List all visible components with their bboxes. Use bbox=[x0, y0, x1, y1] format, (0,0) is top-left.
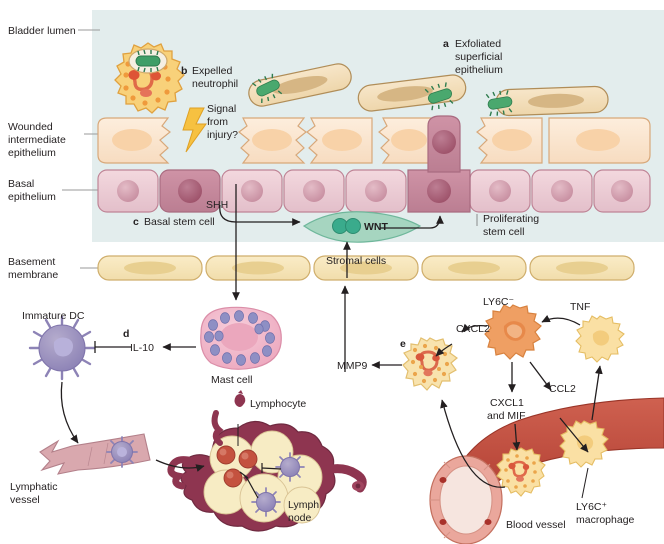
label-c: Basal stem cell bbox=[144, 216, 215, 228]
label-wounded-line3: epithelium bbox=[8, 147, 56, 159]
label-signal-line3: injury? bbox=[207, 129, 238, 141]
leader-lines bbox=[62, 29, 100, 269]
wnt-label: WNT bbox=[364, 221, 388, 233]
label-b-line1: Expelled bbox=[192, 65, 232, 77]
pale-macrophage-body bbox=[575, 315, 625, 363]
label-bladder-lumen: Bladder lumen bbox=[8, 25, 76, 37]
neutrophil-in-vessel bbox=[496, 447, 546, 497]
label-wounded-line2: intermediate bbox=[8, 134, 66, 146]
label-immature-dc: Immature DC bbox=[22, 310, 85, 322]
ly6c-negative-macrophage-body bbox=[484, 304, 542, 360]
label-mif: and MIF bbox=[487, 410, 526, 422]
label-tnf: TNF bbox=[570, 301, 590, 313]
label-ly6c-negative: LY6C⁻ bbox=[483, 296, 514, 308]
vessel-cross-section bbox=[429, 455, 503, 544]
immature-dc-body bbox=[28, 315, 96, 381]
label-basal-line1: Basal bbox=[8, 178, 34, 190]
lymph-node-body bbox=[167, 410, 367, 532]
marker-b: b bbox=[181, 65, 187, 77]
expelled-neutrophil bbox=[114, 42, 185, 114]
label-wounded-line1: Wounded bbox=[8, 121, 53, 133]
lymphatic-vessel-body bbox=[39, 433, 151, 475]
label-lymphatic-line1: Lymphatic bbox=[10, 481, 57, 493]
marker-c: c bbox=[133, 216, 139, 228]
label-cxcl1: CXCL1 bbox=[490, 397, 524, 409]
marker-e: e bbox=[400, 338, 406, 350]
label-lymph-node-line1: Lymph bbox=[288, 499, 319, 511]
label-mmp9: MMP9 bbox=[337, 360, 367, 372]
bacteria-icons bbox=[252, 73, 513, 117]
signalling-arrows bbox=[60, 184, 603, 499]
intermediate-epithelium-row bbox=[97, 117, 651, 164]
label-cxcl2: CXCL2 bbox=[456, 323, 490, 335]
basement-membrane-row bbox=[97, 255, 635, 281]
basal-epithelium-row bbox=[97, 169, 651, 213]
marker-a: a bbox=[443, 38, 449, 50]
mast-cell-body bbox=[200, 306, 282, 370]
label-a-line1: Exfoliated bbox=[455, 38, 501, 50]
label-il10: IL-10 bbox=[130, 342, 154, 354]
inhibition-connectors bbox=[239, 463, 282, 499]
label-lymphatic-line2: vessel bbox=[10, 494, 40, 506]
label-basal-line2: epithelium bbox=[8, 191, 56, 203]
label-ccl2: CCL2 bbox=[549, 383, 576, 395]
text-labels: Bladder lumen Wounded intermediate epith… bbox=[8, 25, 635, 531]
wnt-stromal-cell: WNT bbox=[302, 211, 422, 243]
label-ly6c-pos-line1: LY6C⁺ bbox=[576, 501, 607, 513]
mature-dc-in-node bbox=[251, 452, 305, 517]
label-basement-line1: Basement bbox=[8, 256, 55, 268]
label-basement-line2: membrane bbox=[8, 269, 58, 281]
label-a-line3: epithelium bbox=[455, 64, 503, 76]
marker-d: d bbox=[123, 328, 129, 340]
lymphocytes bbox=[216, 445, 258, 488]
blood-vessel-body bbox=[429, 397, 664, 544]
proliferating-stem-cell-body bbox=[407, 115, 471, 213]
label-lymph-node-line2: node bbox=[288, 512, 312, 524]
label-prolif-line2: stem cell bbox=[483, 226, 524, 238]
label-shh: SHH bbox=[206, 199, 228, 211]
lymphocyte-marker-icon bbox=[234, 390, 246, 407]
label-signal-line1: Signal bbox=[207, 103, 236, 115]
label-b-line2: neutrophil bbox=[192, 78, 238, 90]
label-stromal-cells: Stromal cells bbox=[326, 255, 386, 267]
label-mast-cell: Mast cell bbox=[211, 374, 252, 386]
label-a-line2: superficial bbox=[455, 51, 502, 63]
label-signal-line2: from bbox=[207, 116, 228, 128]
label-lymphocyte: Lymphocyte bbox=[250, 398, 306, 410]
label-blood-vessel: Blood vessel bbox=[506, 519, 566, 531]
label-ly6c-pos-line2: macrophage bbox=[576, 514, 635, 526]
label-prolif-line1: Proliferating bbox=[483, 213, 539, 225]
lightning-bolt-icon bbox=[182, 107, 207, 153]
